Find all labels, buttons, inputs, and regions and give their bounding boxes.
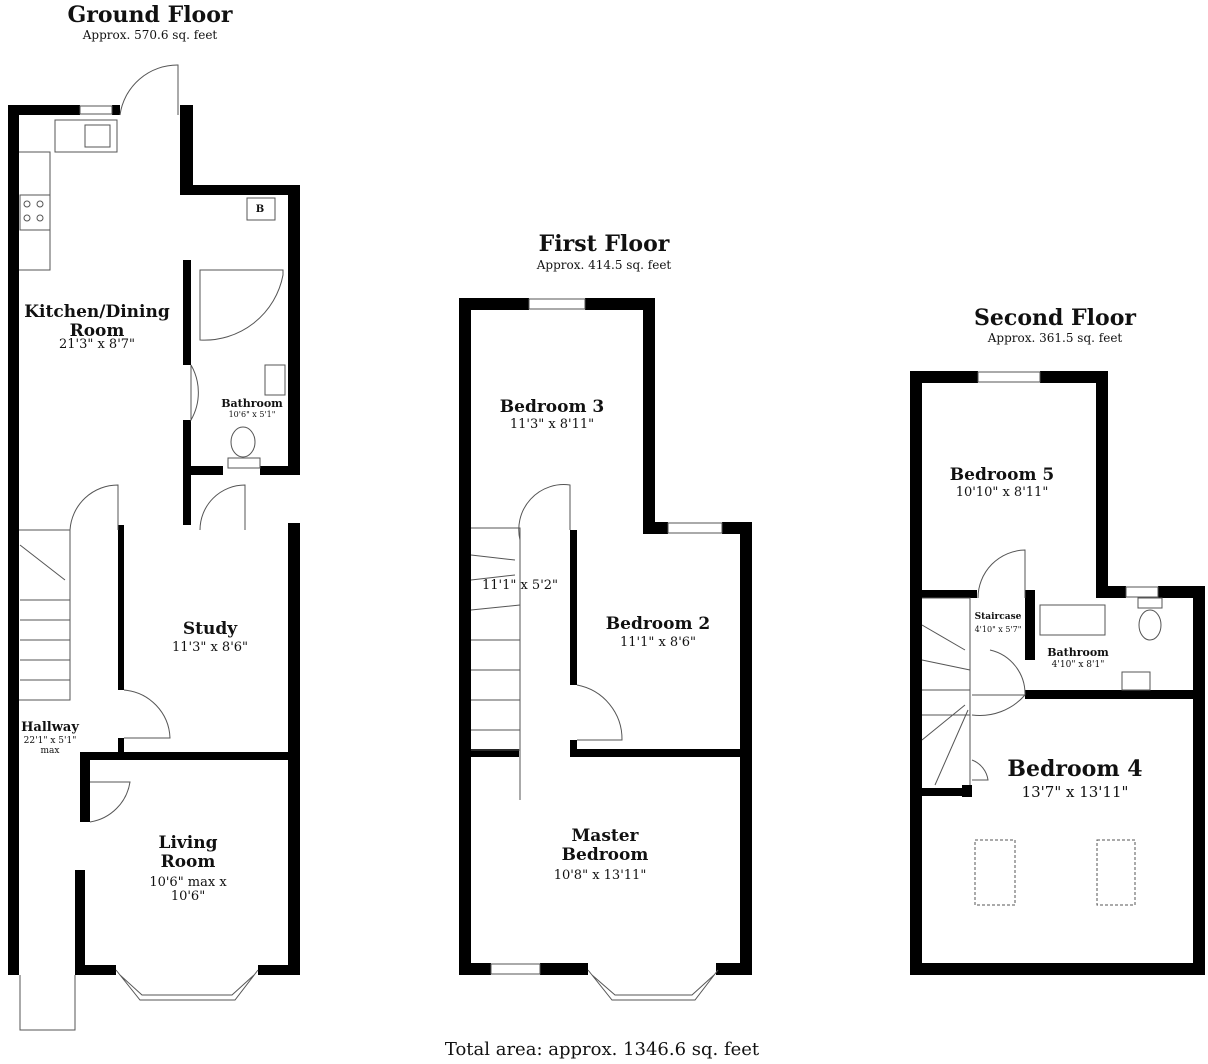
room-kitchen-dining: Kitchen/Dining Room [24, 302, 170, 341]
room-hallway-dims: 22'1" x 5'1" max [23, 736, 77, 756]
room-staircase: Staircase [974, 612, 1022, 622]
first-floor-area: Approx. 414.5 sq. feet [536, 258, 672, 272]
first-floor-title: First Floor [538, 231, 670, 257]
landing-dims: 11'1" x 5'2" [481, 578, 559, 593]
room-bedroom-3-dims: 11'3" x 8'11" [509, 417, 595, 432]
room-living: Living Room [158, 833, 218, 872]
room-master-bedroom-dims: 10'8" x 13'11" [553, 868, 647, 883]
room-bedroom-4: Bedroom 4 [1007, 756, 1143, 782]
room-bedroom-4-dims: 13'7" x 13'11" [1021, 783, 1129, 801]
ground-floor-title: Ground Floor [67, 2, 233, 28]
room-bathroom-second: Bathroom [1047, 646, 1109, 659]
boiler-label: B [255, 204, 265, 215]
first-floor-fixtures [470, 298, 723, 1001]
first-floor-walls [459, 298, 752, 975]
total-area: Total area: approx. 1346.6 sq. feet [444, 1039, 760, 1060]
ground-floor-walls [8, 105, 300, 975]
room-living-dims: 10'6" max x 10'6" [149, 875, 227, 905]
room-bedroom-2: Bedroom 2 [605, 614, 711, 634]
room-master-bedroom: Master Bedroom [561, 826, 649, 865]
room-bedroom-5-dims: 10'10" x 8'11" [955, 485, 1049, 500]
room-bedroom-2-dims: 11'1" x 8'6" [619, 635, 697, 650]
room-study-dims: 11'3" x 8'6" [171, 640, 249, 655]
room-kitchen-dining-dims: 21'3" x 8'7" [58, 337, 136, 352]
second-floor-title: Second Floor [974, 305, 1136, 331]
room-bedroom-3: Bedroom 3 [499, 397, 605, 417]
room-bathroom-ground: Bathroom [221, 397, 283, 410]
second-floor-area: Approx. 361.5 sq. feet [987, 331, 1123, 345]
room-study: Study [182, 619, 238, 639]
ground-floor-fixtures [19, 64, 286, 1031]
room-hallway: Hallway [21, 720, 79, 735]
room-bathroom-second-dims: 4'10" x 8'1" [1051, 660, 1105, 670]
second-floor-fixtures [921, 371, 1163, 906]
room-bedroom-5: Bedroom 5 [949, 465, 1055, 485]
room-bathroom-ground-dims: 10'6" x 5'1" [228, 410, 276, 419]
room-staircase-dims: 4'10" x 5'7" [974, 625, 1022, 634]
second-floor-walls [910, 371, 1205, 975]
ground-floor-area: Approx. 570.6 sq. feet [82, 28, 218, 42]
